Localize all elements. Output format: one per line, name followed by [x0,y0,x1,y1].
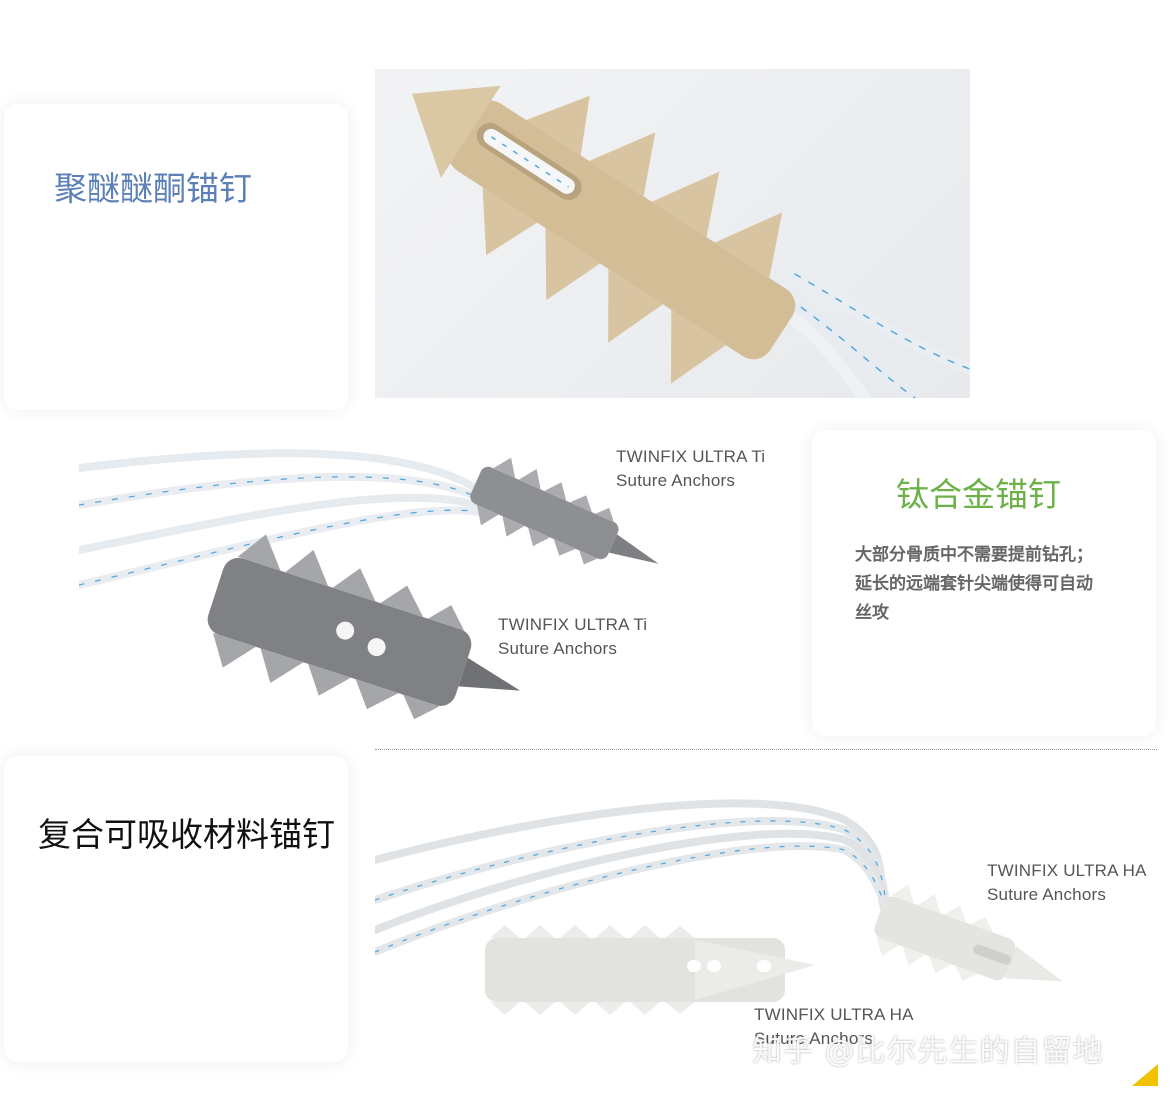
peek-anchor-image [375,69,970,398]
titanium-description: 大部分骨质中不需要提前钻孔； 延长的远端套针尖端使得可自动 丝攻 [855,541,1155,628]
ha-caption-bottom: TWINFIX ULTRA HA Suture Anchors [754,1003,914,1051]
description-line: 延长的远端套针尖端使得可自动 [855,574,1093,594]
caption-product-name: TWINFIX ULTRA HA [754,1005,914,1024]
titanium-caption-bottom: TWINFIX ULTRA Ti Suture Anchors [498,613,647,661]
section-divider [375,749,1157,750]
caption-product-name: TWINFIX ULTRA Ti [616,447,766,466]
ha-anchor-image [375,760,1160,1090]
peek-title: 聚醚醚酮锚钉 [54,169,252,208]
titanium-card [812,430,1156,736]
corner-accent-icon [1132,1064,1158,1086]
description-line: 丝攻 [855,603,889,623]
titanium-caption-top: TWINFIX ULTRA Ti Suture Anchors [616,445,765,493]
caption-product-type: Suture Anchors [754,1029,874,1048]
composite-card [4,756,348,1062]
titanium-anchor-illustration [79,449,659,720]
caption-product-type: Suture Anchors [987,885,1107,904]
titanium-anchor-image [79,420,739,720]
peek-anchor-illustration [412,85,970,398]
caption-product-type: Suture Anchors [616,471,736,490]
caption-product-type: Suture Anchors [498,639,618,658]
description-line: 大部分骨质中不需要提前钻孔； [855,545,1093,565]
caption-product-name: TWINFIX ULTRA HA [987,861,1147,880]
titanium-title: 钛合金锚钉 [896,475,1061,514]
composite-title: 复合可吸收材料锚钉 [38,815,335,854]
watermark: 知乎 @比尔先生的自留地 [752,1034,1104,1069]
ha-anchor-illustration [375,799,1063,1015]
ha-caption-right: TWINFIX ULTRA HA Suture Anchors [987,859,1147,907]
caption-product-name: TWINFIX ULTRA Ti [498,615,648,634]
peek-card [4,104,348,410]
